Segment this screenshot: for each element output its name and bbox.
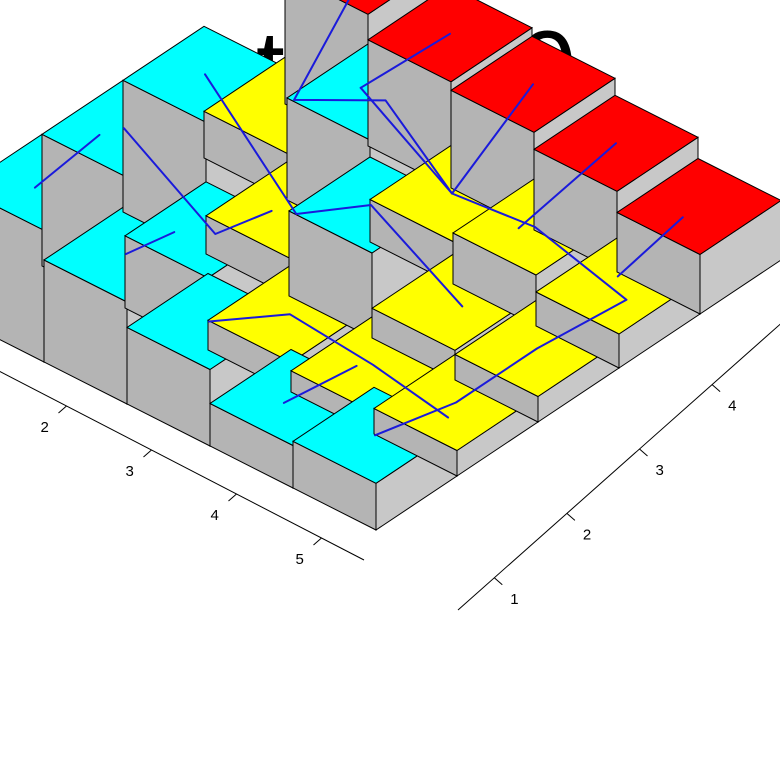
flow-path-4 — [517, 142, 617, 230]
col-tick-mark — [493, 577, 503, 586]
col-tick-mark — [566, 513, 576, 521]
row-tick-label: 4 — [211, 507, 219, 524]
row-tick-mark — [228, 493, 237, 502]
flow-path-6 — [204, 73, 464, 308]
box-top-red — [616, 157, 780, 256]
col-tick-label: 4 — [728, 398, 736, 415]
row-tick-mark — [58, 405, 67, 414]
row-tick-label: 2 — [41, 419, 49, 436]
flow-path-7 — [123, 127, 273, 235]
flow-path-10 — [208, 313, 450, 419]
row-tick-label: 5 — [296, 551, 304, 568]
row-tick-mark — [313, 537, 322, 546]
flow-path-5 — [616, 216, 684, 278]
grid-boxes — [0, 0, 780, 531]
row-tick-label: 3 — [126, 463, 134, 480]
flow-path-12 — [359, 86, 453, 195]
col-tick-mark — [639, 448, 648, 457]
col-tick-label: 2 — [583, 526, 591, 543]
grid-box-r5-c5 — [616, 157, 780, 315]
flow-path-2 — [359, 32, 451, 89]
flow-path-3 — [451, 83, 534, 195]
box-top-red — [338, 0, 391, 15]
flow-path-8 — [33, 133, 101, 189]
col-tick-label: 3 — [656, 462, 664, 479]
flow-path-11 — [282, 364, 358, 404]
axes: 1234512345 — [0, 323, 780, 611]
col-tick-label: 1 — [510, 591, 518, 608]
flow-path-9 — [125, 231, 176, 255]
col-tick-mark — [711, 384, 721, 392]
row-tick-mark — [143, 449, 152, 458]
flow-path-1 — [293, 0, 628, 437]
box-top-red — [367, 0, 533, 83]
flow-network — [33, 0, 684, 437]
